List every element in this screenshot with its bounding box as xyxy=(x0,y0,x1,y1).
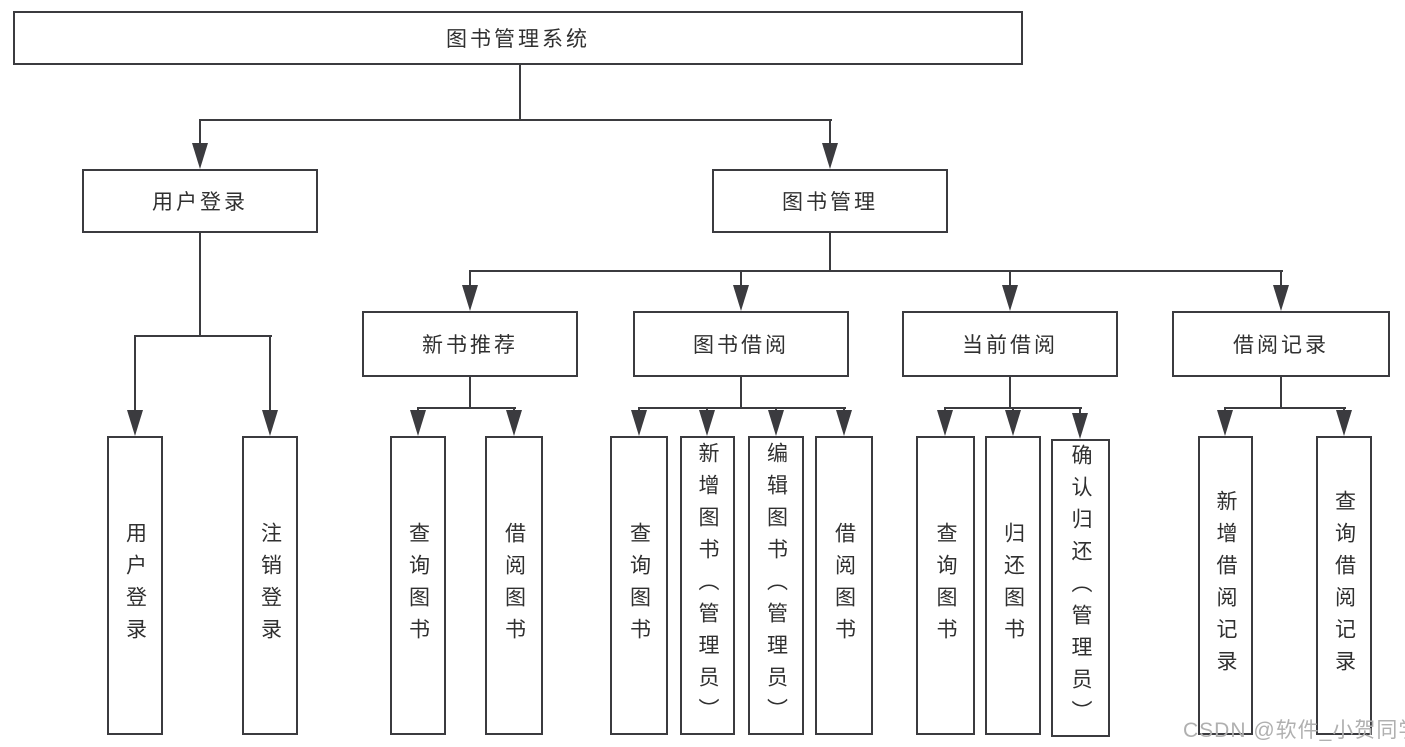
connector-hline xyxy=(469,270,1283,272)
node-query-books-current: 查询图书 xyxy=(916,436,975,735)
connector-vline xyxy=(1343,407,1345,412)
connector-vline xyxy=(513,407,515,412)
node-borrow-books-borrow: 借阅图书 xyxy=(815,436,873,735)
connector-vline xyxy=(829,233,831,272)
node-user-login-leaf: 用户登录 xyxy=(107,436,163,735)
arrowhead-down-icon xyxy=(733,285,749,311)
node-label: 查询图书 xyxy=(627,521,651,650)
node-edit-books-admin: 编辑图书（管理员） xyxy=(748,436,804,735)
node-borrow-books-recommend: 借阅图书 xyxy=(485,436,543,735)
node-label: 新增借阅记录 xyxy=(1214,489,1237,682)
arrowhead-down-icon xyxy=(1072,413,1088,439)
arrowhead-down-icon xyxy=(262,410,278,436)
node-query-books-borrow: 查询图书 xyxy=(610,436,668,735)
connector-vline xyxy=(1012,407,1014,412)
arrowhead-down-icon xyxy=(699,410,715,436)
arrowhead-down-icon xyxy=(1273,285,1289,311)
connector-vline xyxy=(1280,377,1282,409)
node-label: 借阅图书 xyxy=(832,521,856,650)
connector-vline xyxy=(1224,407,1226,412)
node-label: 编辑图书（管理员） xyxy=(764,441,788,730)
node-label: 图书管理 xyxy=(782,191,878,214)
node-confirm-return-admin: 确认归还（管理员） xyxy=(1051,439,1110,737)
connector-vline xyxy=(1009,270,1011,287)
node-book-management: 图书管理 xyxy=(712,169,948,233)
arrowhead-down-icon xyxy=(768,410,784,436)
node-current-borrow: 当前借阅 xyxy=(902,311,1118,377)
node-label: 借阅图书 xyxy=(502,521,526,650)
arrowhead-down-icon xyxy=(462,285,478,311)
arrowhead-down-icon xyxy=(822,143,838,169)
node-return-books: 归还图书 xyxy=(985,436,1041,735)
node-label: 用户登录 xyxy=(152,191,248,214)
node-book-borrow: 图书借阅 xyxy=(633,311,849,377)
connector-vline xyxy=(1009,377,1011,409)
node-label: 用户登录 xyxy=(123,521,147,650)
arrowhead-down-icon xyxy=(506,410,522,436)
node-add-borrow-record: 新增借阅记录 xyxy=(1198,436,1253,735)
connector-vline xyxy=(843,407,845,412)
connector-vline xyxy=(199,233,201,337)
node-label: 图书借阅 xyxy=(693,334,789,357)
arrowhead-down-icon xyxy=(1217,410,1233,436)
connector-hline xyxy=(417,407,516,409)
node-label: 借阅记录 xyxy=(1233,334,1329,357)
connector-vline xyxy=(469,270,471,287)
connector-vline xyxy=(1079,407,1081,415)
connector-vline xyxy=(134,335,136,412)
connector-vline xyxy=(469,377,471,409)
connector-vline xyxy=(269,335,271,412)
node-library-system: 图书管理系统 xyxy=(13,11,1023,65)
connector-vline xyxy=(829,119,831,145)
node-label: 查询借阅记录 xyxy=(1332,489,1356,682)
node-add-books-admin: 新增图书（管理员） xyxy=(680,436,735,735)
node-label: 当前借阅 xyxy=(962,334,1058,357)
connector-vline xyxy=(1280,270,1282,287)
arrowhead-down-icon xyxy=(192,143,208,169)
node-user-login: 用户登录 xyxy=(82,169,318,233)
csdn-watermark: CSDN @软件_小贺同学 xyxy=(1183,719,1405,742)
connector-vline xyxy=(944,407,946,412)
node-borrow-records: 借阅记录 xyxy=(1172,311,1390,377)
node-label: 确认归还（管理员） xyxy=(1069,444,1092,732)
node-label: 新书推荐 xyxy=(422,334,518,357)
node-query-borrow-record: 查询借阅记录 xyxy=(1316,436,1372,735)
node-label: 图书管理系统 xyxy=(446,28,590,51)
node-label: 查询图书 xyxy=(934,521,957,650)
node-new-book-recommend: 新书推荐 xyxy=(362,311,578,377)
arrowhead-down-icon xyxy=(937,410,953,436)
connector-vline xyxy=(775,407,777,412)
node-label: 注销登录 xyxy=(258,521,282,650)
connector-vline xyxy=(740,270,742,287)
connector-vline xyxy=(638,407,640,412)
arrowhead-down-icon xyxy=(1336,410,1352,436)
node-query-books-recommend: 查询图书 xyxy=(390,436,446,735)
connector-hline xyxy=(199,119,832,121)
node-label: 归还图书 xyxy=(1001,521,1025,650)
node-label: 查询图书 xyxy=(406,521,430,650)
arrowhead-down-icon xyxy=(127,410,143,436)
connector-vline xyxy=(740,377,742,409)
connector-hline xyxy=(638,407,846,409)
connector-vline xyxy=(706,407,708,412)
node-label: 新增图书（管理员） xyxy=(696,441,719,730)
arrowhead-down-icon xyxy=(1005,410,1021,436)
connector-hline xyxy=(134,335,272,337)
connector-vline xyxy=(519,65,521,120)
node-logout: 注销登录 xyxy=(242,436,298,735)
arrowhead-down-icon xyxy=(1002,285,1018,311)
connector-vline xyxy=(417,407,419,412)
connector-hline xyxy=(1224,407,1346,409)
arrowhead-down-icon xyxy=(410,410,426,436)
arrowhead-down-icon xyxy=(631,410,647,436)
arrowhead-down-icon xyxy=(836,410,852,436)
connector-vline xyxy=(199,119,201,145)
